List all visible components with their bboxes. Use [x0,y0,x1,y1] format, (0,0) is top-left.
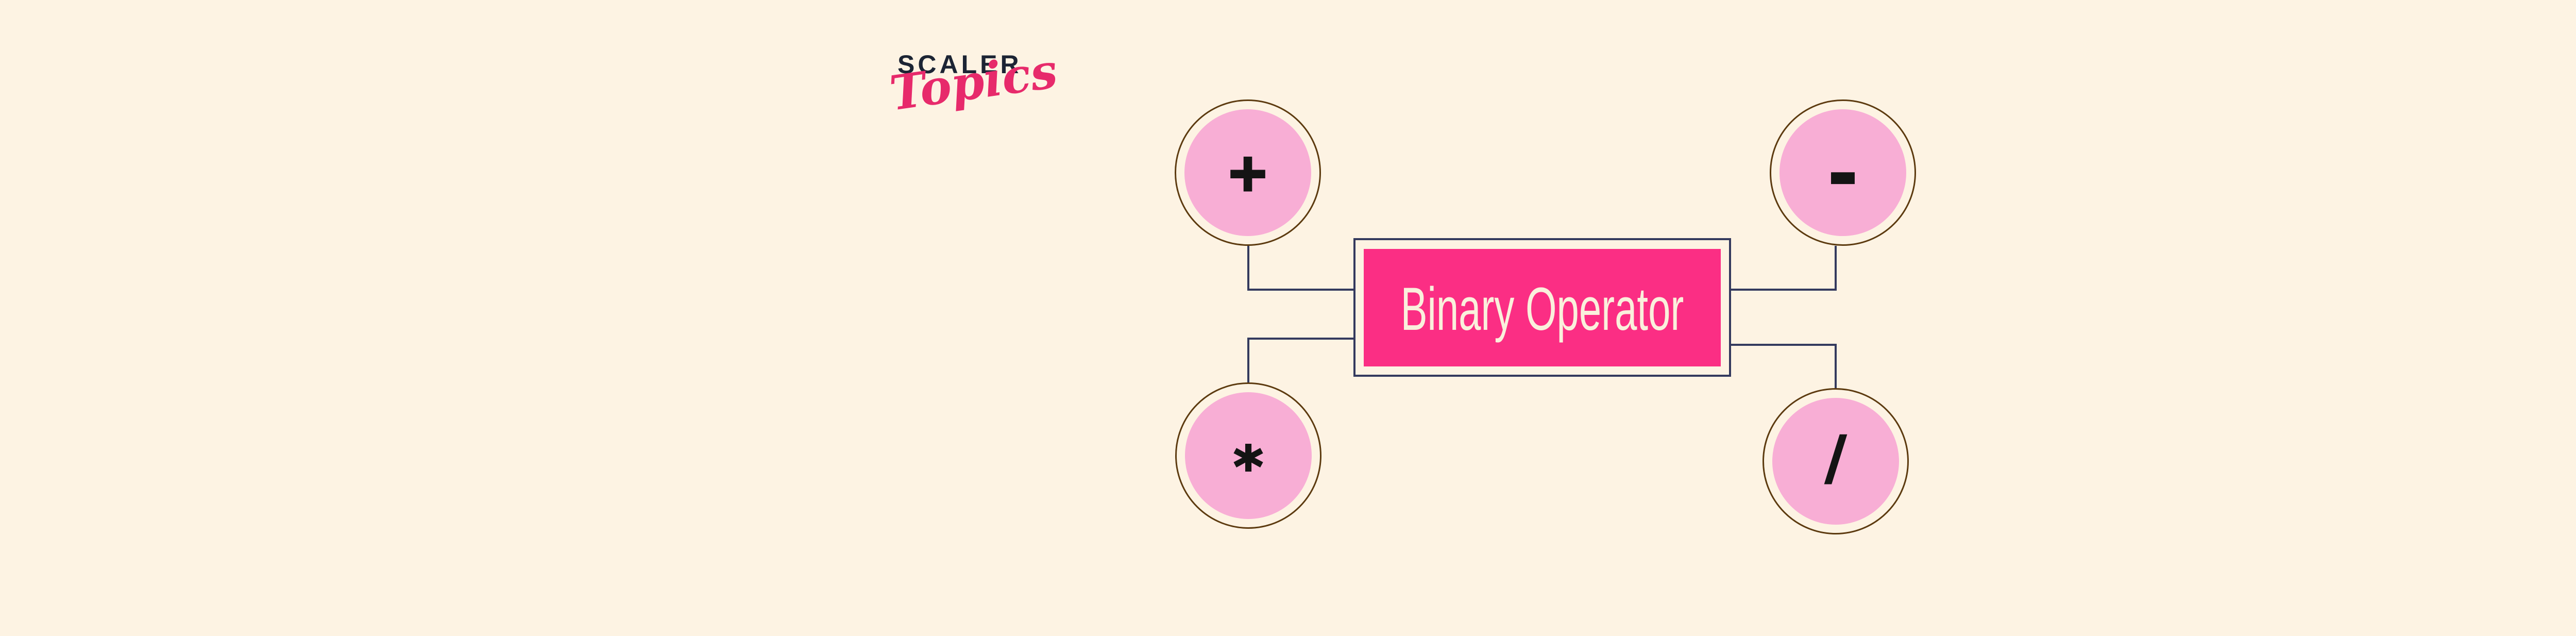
multiply-operator-symbol: * [1233,434,1264,500]
operator-node-divide-disc: / [1772,398,1899,525]
connector-top-left-horizontal [1247,289,1353,291]
binary-operator-box: Binary Operator [1353,238,1731,377]
operator-node-plus: + [1175,99,1321,246]
logo-brand-text: SCALER [897,50,1022,79]
connector-top-right-vertical [1835,246,1837,291]
plus-operator-symbol: + [1225,142,1271,203]
connector-top-left-vertical [1247,246,1249,291]
operator-node-multiply: * [1175,382,1321,529]
operator-node-minus: - [1770,99,1916,246]
minus-operator-symbol: - [1827,132,1858,216]
connector-bottom-right-vertical [1835,344,1837,388]
operator-node-minus-disc: - [1780,109,1906,236]
divide-operator-symbol: / [1824,423,1847,493]
connector-top-right-horizontal [1731,289,1837,291]
connector-bottom-left-horizontal [1247,338,1353,340]
operator-node-plus-disc: + [1184,109,1311,236]
connector-bottom-right-horizontal [1731,344,1837,346]
connector-bottom-left-vertical [1247,338,1249,382]
binary-operator-box-fill: Binary Operator [1364,249,1721,366]
operator-node-multiply-disc: * [1185,392,1312,519]
binary-operator-label: Binary Operator [1400,275,1684,343]
operator-node-divide: / [1762,388,1909,534]
